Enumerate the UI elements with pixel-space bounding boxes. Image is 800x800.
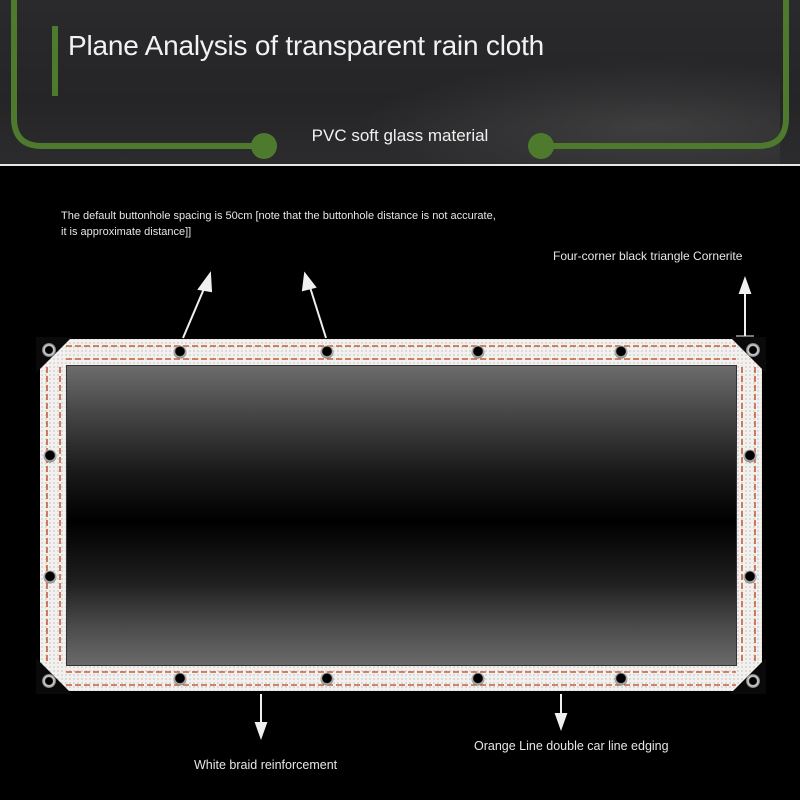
arrow-up-icon [197, 271, 213, 293]
callout-orange-edging: Orange Line double car line edging [474, 739, 669, 753]
header-banner: Plane Analysis of transparent rain cloth… [0, 0, 800, 166]
callout-corner-triangle: Four-corner black triangle Cornerite [553, 249, 743, 263]
arrow-up-icon [301, 271, 317, 292]
callout-buttonhole-spacing: The default buttonhole spacing is 50cm [… [61, 210, 496, 238]
banner-frame-decoration [11, 0, 789, 159]
arrow-down-icon [554, 713, 568, 731]
tarp-diagram: The default buttonhole spacing is 50cm [… [0, 166, 800, 800]
callout-white-braid: White braid reinforcement [194, 758, 338, 772]
tarp-illustration [36, 337, 766, 694]
page-subtitle: PVC soft glass material [311, 126, 489, 145]
arrow-up-icon [738, 276, 752, 294]
transparent-pvc-panel [66, 365, 737, 666]
page-title: Plane Analysis of transparent rain cloth [68, 30, 545, 61]
callout-arrows [182, 271, 754, 740]
arrow-down-icon [254, 722, 268, 740]
banner-divider [0, 164, 800, 166]
